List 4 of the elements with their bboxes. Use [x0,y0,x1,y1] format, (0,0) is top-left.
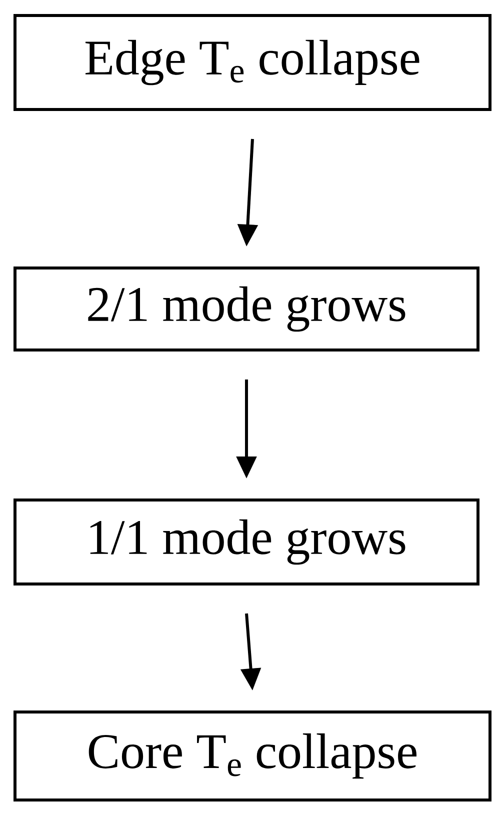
process-box: Edge T$_{e}$ collapse [14,14,492,111]
process-box: Core T$_{e}$ collapse [14,710,492,802]
process-box: 1/1 mode grows [14,498,480,586]
process-box: 2/1 mode grows [14,266,480,352]
